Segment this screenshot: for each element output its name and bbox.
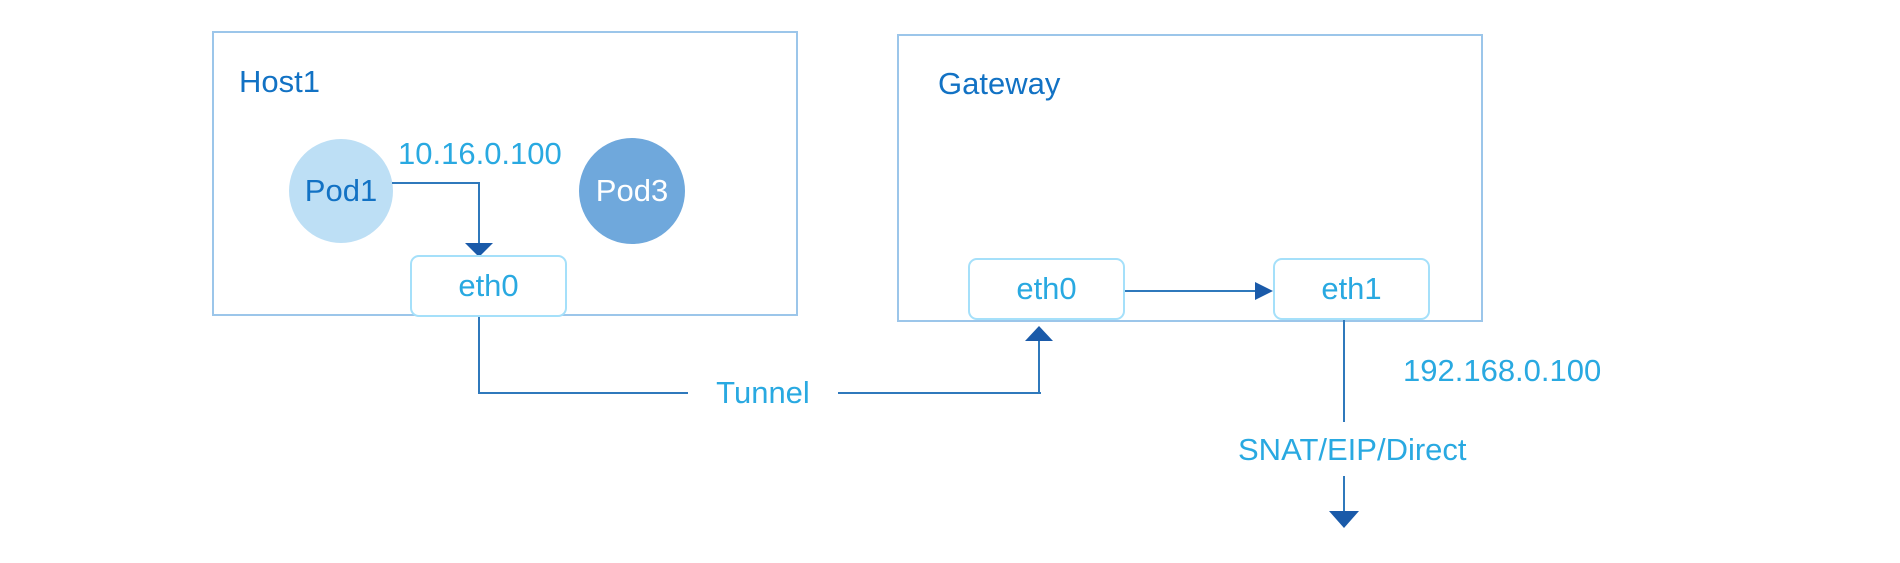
host1-eth0-box: eth0 bbox=[410, 255, 567, 317]
external-ip-label: 192.168.0.100 bbox=[1403, 353, 1602, 388]
arrowhead-right-icon bbox=[1255, 282, 1273, 300]
pod1-to-eth0-vertical-line bbox=[478, 182, 480, 244]
eth1-down-line-upper bbox=[1343, 320, 1345, 422]
tunnel-up-line bbox=[1038, 340, 1040, 394]
tunnel-right-line bbox=[838, 392, 1041, 394]
gateway-title: Gateway bbox=[938, 66, 1061, 101]
host1-eth0-label: eth0 bbox=[458, 268, 519, 303]
egress-label: SNAT/EIP/Direct bbox=[1238, 432, 1467, 467]
gateway-eth0-label: eth0 bbox=[1016, 271, 1077, 306]
tunnel-left-line bbox=[478, 392, 688, 394]
pod1-circle: Pod1 bbox=[289, 139, 393, 243]
eth0-to-eth1-line bbox=[1125, 290, 1257, 292]
gateway-box: Gateway bbox=[897, 34, 1483, 322]
gateway-eth1-box: eth1 bbox=[1273, 258, 1430, 320]
arrowhead-up-icon bbox=[1025, 326, 1053, 341]
pod3-circle: Pod3 bbox=[579, 138, 685, 244]
host1-title: Host1 bbox=[239, 64, 320, 99]
arrowhead-down-icon bbox=[465, 243, 493, 257]
pod3-label: Pod3 bbox=[595, 173, 669, 208]
pod1-to-eth0-horizontal-line bbox=[392, 182, 480, 184]
gateway-eth1-label: eth1 bbox=[1321, 271, 1382, 306]
pod1-label: Pod1 bbox=[304, 173, 378, 208]
tunnel-label: Tunnel bbox=[688, 377, 838, 408]
gateway-eth0-box: eth0 bbox=[968, 258, 1125, 320]
arrowhead-down-egress-icon bbox=[1329, 511, 1359, 528]
pod-ip-label: 10.16.0.100 bbox=[398, 136, 562, 171]
eth1-down-line-lower bbox=[1343, 476, 1345, 511]
eth0-down-line bbox=[478, 317, 480, 393]
